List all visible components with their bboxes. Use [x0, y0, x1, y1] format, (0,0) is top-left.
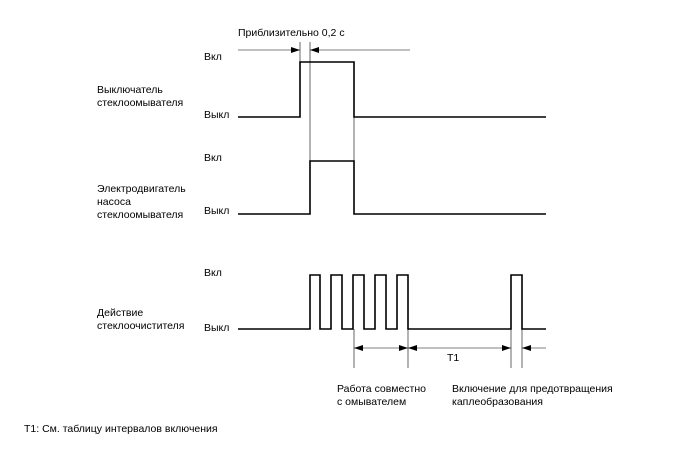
signal-name-line: насоса [97, 196, 131, 208]
off-level-label: Выкл [204, 205, 229, 217]
off-level-label: Выкл [204, 322, 229, 334]
on-level-label: Вкл [204, 51, 222, 63]
approx-time-label: Приблизительно 0,2 с [238, 27, 345, 39]
signal-washer-pump-motor: Электродвигатель насоса стеклоомывателя … [97, 152, 546, 221]
signal-washer-switch: Выключатель стеклоомывателя Вкл Выкл [97, 51, 546, 121]
drip-caption-line: каплеобразования [452, 396, 543, 408]
on-level-label: Вкл [204, 267, 222, 279]
drip-caption-line: Включение для предотвращения [452, 383, 613, 395]
signal-name-line: стеклоомывателя [97, 209, 183, 221]
approx-time-dimension [238, 47, 410, 53]
waveform [238, 274, 546, 330]
interval-t1-label: T1 [447, 352, 459, 364]
waveform [238, 160, 546, 215]
reference-lines [299, 42, 523, 368]
signal-name-line: Электродвигатель [97, 183, 186, 195]
signal-name-line: Выключатель [97, 84, 163, 96]
signal-name-line: стеклоомывателя [97, 97, 183, 109]
footnote: T1: См. таблицу интервалов включения [24, 423, 218, 435]
bottom-dimensions [354, 345, 546, 351]
off-level-label: Выкл [204, 109, 229, 121]
on-level-label: Вкл [204, 152, 222, 164]
signal-name-line: стеклоочистителя [97, 320, 184, 332]
waveform [238, 61, 546, 118]
signal-wiper-operation: Действие стеклоочистителя Вкл Выкл [97, 267, 546, 334]
signal-name-line: Действие [97, 307, 143, 319]
washer-caption-line: Работа совместно [337, 383, 426, 395]
washer-caption-line: с омывателем [337, 396, 406, 408]
